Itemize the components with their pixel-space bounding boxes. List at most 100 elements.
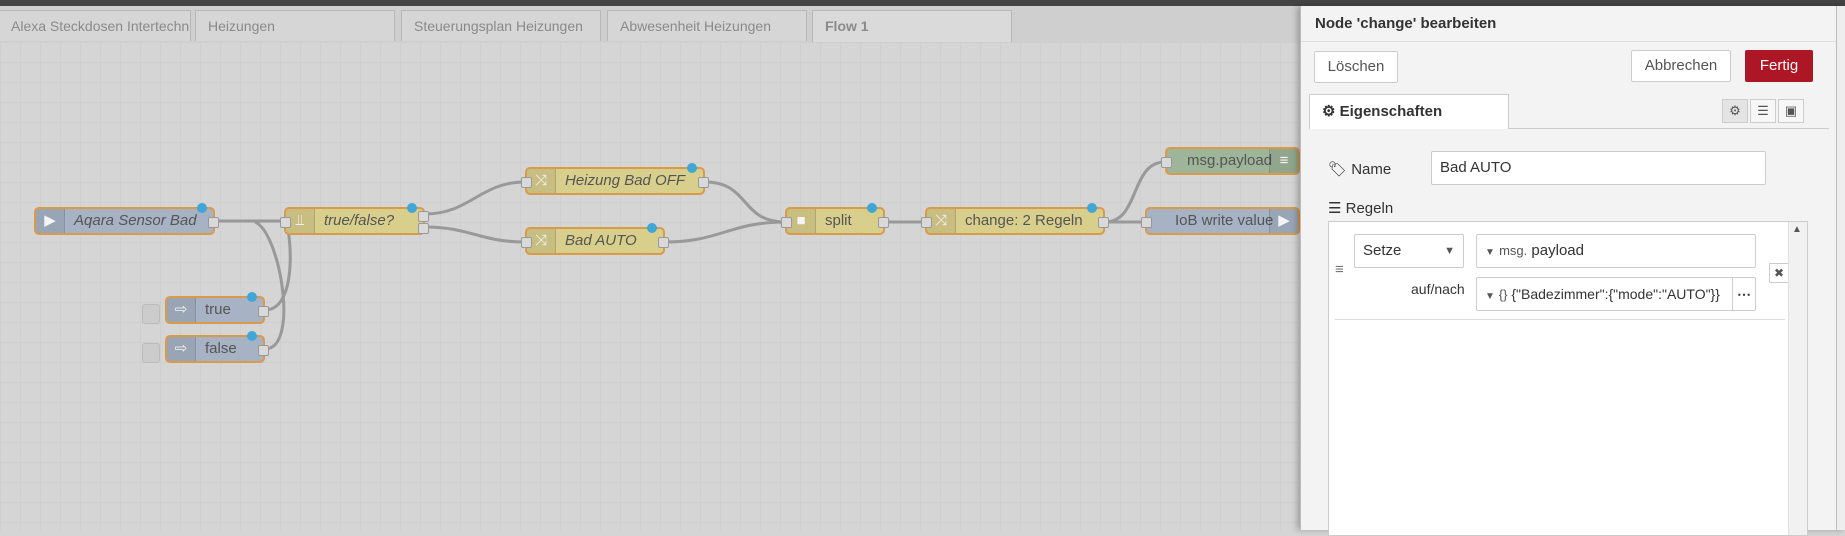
input-port[interactable] <box>1141 217 1152 228</box>
panel-title: Node 'change' bearbeiten <box>1301 6 1845 42</box>
rule-value-type: {} <box>1498 287 1508 302</box>
top-bar <box>0 0 1845 6</box>
node-label: true <box>205 301 231 318</box>
node-true-false[interactable]: ⫫ true/false? <box>280 203 429 235</box>
caret-down-icon: ▼ <box>1485 247 1495 258</box>
rule-action-select[interactable]: Setze ▼ <box>1354 234 1464 268</box>
tab-label: Flow 1 <box>825 18 869 34</box>
tab-heizungen[interactable]: Heizungen <box>195 10 395 41</box>
list-icon: ☰ <box>1328 200 1342 217</box>
input-port[interactable] <box>521 237 532 248</box>
inject-button[interactable] <box>142 343 160 363</box>
node-heizung-bad-off[interactable]: ⤨ Heizung Bad OFF <box>521 163 709 195</box>
output-port[interactable] <box>658 237 669 248</box>
chevron-down-icon: ▼ <box>1444 245 1455 257</box>
tab-abwesenheit[interactable]: Abwesenheit Heizungen <box>607 10 807 41</box>
node-label: false <box>205 340 237 357</box>
node-change-2-regeln[interactable]: ⤨ change: 2 Regeln <box>921 203 1109 235</box>
node-aqara-sensor[interactable]: ▶ Aqara Sensor Bad <box>34 203 219 235</box>
scroll-up-icon[interactable]: ▲ <box>1792 224 1802 235</box>
name-label-text: Name <box>1351 161 1392 178</box>
rule-target-type: msg. <box>1499 243 1528 258</box>
node-label: IoB write value <box>1175 212 1274 229</box>
debug-list-icon: ≡ <box>1269 149 1298 173</box>
node-label: Bad AUTO <box>565 232 637 249</box>
status-dot <box>647 223 657 233</box>
rule-target-input[interactable]: ▼ msg. payload <box>1476 234 1756 268</box>
cancel-button[interactable]: Abbrechen <box>1631 50 1731 82</box>
drag-handle-icon[interactable]: ≡ <box>1335 261 1344 278</box>
node-iob-write-value[interactable]: IoB write value ▶ <box>1141 207 1300 235</box>
tab-flow-1[interactable]: Flow 1 <box>812 10 1012 42</box>
appearance-icon[interactable]: ▣ <box>1778 99 1804 123</box>
input-port[interactable] <box>921 217 932 228</box>
rules-list[interactable]: ≡ Setze ▼ ▼ msg. payload auf/nach ▼ {} {… <box>1328 221 1808 536</box>
node-label: true/false? <box>324 212 395 229</box>
output-port[interactable] <box>1098 217 1109 228</box>
inject-arrow-icon: ⇨ <box>167 298 196 322</box>
node-split[interactable]: ■ split <box>781 203 889 235</box>
node-false[interactable]: ⇨ false <box>165 331 269 363</box>
caret-down-icon: ▼ <box>1485 291 1495 302</box>
node-bad-auto[interactable]: ⤨ Bad AUTO <box>521 223 669 255</box>
rules-scrollbar[interactable]: ▲ <box>1788 222 1807 535</box>
input-arrow-icon: ▶ <box>36 209 65 233</box>
description-icon[interactable]: ☰ <box>1750 99 1776 123</box>
expand-editor-button[interactable]: ⋯ <box>1732 278 1755 310</box>
wire <box>424 225 526 244</box>
wires <box>214 160 1166 351</box>
inject-button[interactable] <box>142 304 160 324</box>
rules-label: ☰ Regeln <box>1328 199 1393 217</box>
done-button[interactable]: Fertig <box>1745 50 1813 82</box>
right-sidebar-edge <box>1836 6 1845 530</box>
tab-properties[interactable]: ⚙ Eigenschaften <box>1309 94 1509 129</box>
delete-button[interactable]: Löschen <box>1314 51 1398 83</box>
workspace-tabs: Alexa Steckdosen Intertechno Heizungen S… <box>0 6 1300 43</box>
wire <box>1104 160 1166 224</box>
status-dot <box>247 292 257 302</box>
node-label: msg.payload <box>1187 152 1273 169</box>
output-port[interactable] <box>698 177 709 188</box>
rule-target-value: payload <box>1531 242 1584 259</box>
remove-rule-icon[interactable]: ✖ <box>1769 263 1789 283</box>
tag-icon: 🏷︎ <box>1328 161 1348 178</box>
output-port[interactable] <box>418 223 429 234</box>
tab-label: Steuerungsplan Heizungen <box>414 18 583 34</box>
node-msg-payload[interactable]: msg.payload ≡ <box>1161 147 1300 175</box>
input-port[interactable] <box>280 217 291 228</box>
rules-label-text: Regeln <box>1345 200 1394 217</box>
wire <box>704 180 786 224</box>
edit-panel: Node 'change' bearbeiten Löschen Abbrech… <box>1300 6 1845 536</box>
settings-icon[interactable]: ⚙ <box>1722 99 1748 123</box>
node-true[interactable]: ⇨ true <box>165 292 269 324</box>
rule-value-input[interactable]: ▼ {} {"Badezimmer":{"mode":"AUTO"}} ⋯ <box>1476 277 1756 311</box>
status-dot <box>407 203 417 213</box>
output-arrow-icon: ▶ <box>1269 209 1298 233</box>
tab-label: Abwesenheit Heizungen <box>620 18 771 34</box>
output-port[interactable] <box>258 345 269 356</box>
output-port[interactable] <box>418 211 429 222</box>
flow-workspace[interactable]: ▶ Aqara Sensor Bad ⫫ true/false? ⤨ Heizu… <box>0 42 1300 530</box>
input-port[interactable] <box>1161 157 1172 168</box>
input-port[interactable] <box>781 217 792 228</box>
inject-arrow-icon: ⇨ <box>167 337 196 361</box>
tab-alexa-steckdosen[interactable]: Alexa Steckdosen Intertechno <box>0 10 191 41</box>
node-label: change: 2 Regeln <box>965 212 1083 229</box>
output-port[interactable] <box>258 306 269 317</box>
panel-tabs: ⚙ Eigenschaften ⚙ ☰ ▣ <box>1309 94 1829 129</box>
to-label: auf/nach <box>1411 281 1465 297</box>
gear-icon: ⚙ <box>1322 103 1336 120</box>
name-input[interactable]: Bad AUTO <box>1431 151 1766 185</box>
status-dot <box>197 203 207 213</box>
rule-divider <box>1335 319 1785 320</box>
output-port[interactable] <box>878 217 889 228</box>
rule-value: {"Badezimmer":{"mode":"AUTO"}} <box>1511 286 1720 302</box>
status-dot <box>687 163 697 173</box>
tab-label: Eigenschaften <box>1339 103 1443 120</box>
node-label: split <box>825 212 852 229</box>
node-label: Aqara Sensor Bad <box>74 212 197 229</box>
input-port[interactable] <box>521 177 532 188</box>
output-port[interactable] <box>208 217 219 228</box>
wire <box>664 220 786 244</box>
tab-steuerungsplan[interactable]: Steuerungsplan Heizungen <box>401 10 601 41</box>
